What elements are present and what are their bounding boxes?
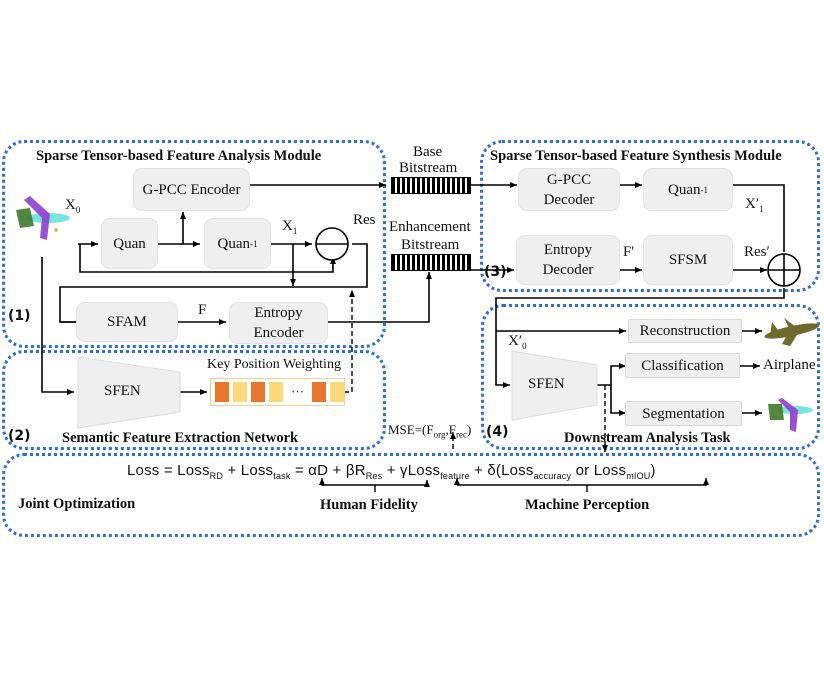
synthesis-module-panel <box>480 140 820 292</box>
weight-cell <box>215 382 230 402</box>
semantic-network-panel <box>2 350 386 450</box>
analysis-module-panel <box>2 140 386 348</box>
f-prime-label: F' <box>623 244 635 260</box>
subtract-node <box>315 227 349 261</box>
x1-prime-label: X′1 <box>745 196 764 214</box>
airplane-label: Airplane <box>763 357 816 373</box>
quan-inverse-decoder-block: Quan-1 <box>643 168 733 211</box>
segmented-airplane-icon <box>768 398 813 432</box>
gpcc-decoder-block: G-PCC Decoder <box>518 168 620 211</box>
enhancement-bitstream <box>391 254 471 271</box>
input-point-cloud-icon <box>16 196 70 240</box>
sfam-block: SFAM <box>76 302 178 342</box>
key-position-weights: ··· <box>210 378 345 406</box>
segmentation-block: Segmentation <box>625 401 742 426</box>
weight-cell <box>269 382 284 402</box>
module-number-3: (3) <box>484 264 507 280</box>
machine-perception-label: Machine Perception <box>525 497 650 513</box>
wire-key-weight-dashed <box>344 290 355 393</box>
sfen-top-label: SFEN <box>104 383 141 399</box>
weight-cell <box>233 382 248 402</box>
sfen-top-shape <box>77 356 181 429</box>
semantic-network-title: Semantic Feature Extraction Network <box>62 430 299 446</box>
key-position-title: Key Position Weighting <box>207 357 341 372</box>
reconstructed-airplane-icon <box>764 318 820 346</box>
gpcc-encoder-block: G-PCC Encoder <box>133 168 250 211</box>
base-bitstream <box>391 177 471 194</box>
enh-bitstream-label-1: Enhancement <box>389 219 471 235</box>
x0-prime-label: X′0 <box>508 333 527 351</box>
quan-inverse-encoder-block: Quan-1 <box>204 218 271 269</box>
module-number-1: (1) <box>8 308 31 324</box>
enh-bitstream-label-2: Bitstream <box>401 237 460 253</box>
weight-cell <box>311 382 326 402</box>
entropy-encoder-block: Entropy Encoder <box>229 302 328 344</box>
quan-block: Quan <box>101 218 158 269</box>
downstream-task-panel <box>481 304 820 450</box>
analysis-module-title: Sparse Tensor-based Feature Analysis Mod… <box>36 148 322 164</box>
module-number-4: (4) <box>486 424 509 440</box>
loss-formula: Loss = LossRD + Losstask = αD + βRRes + … <box>127 462 656 481</box>
sfen-bottom-label: SFEN <box>528 376 565 392</box>
ellipsis: ··· <box>291 384 305 399</box>
reconstruction-block: Reconstruction <box>628 319 742 343</box>
wire-input-down <box>41 257 74 395</box>
f-label: F <box>198 302 207 318</box>
joint-optimization-title: Joint Optimization <box>18 496 136 512</box>
sfen-bottom-shape <box>511 350 598 421</box>
adder-node <box>767 253 801 287</box>
mse-label: MSE=(Forg,Frec) <box>388 422 472 440</box>
module-number-2: (2) <box>8 428 31 444</box>
base-bitstream-label-2: Bitstream <box>399 160 458 176</box>
x1-label: X1 <box>282 218 298 236</box>
base-bitstream-label-1: Base <box>413 144 443 160</box>
entropy-decoder-block: Entropy Decoder <box>516 235 620 285</box>
res-prime-label: Res′ <box>744 244 770 260</box>
joint-optimization-panel <box>2 453 820 537</box>
synthesis-module-title: Sparse Tensor-based Feature Synthesis Mo… <box>490 148 782 164</box>
res-label: Res <box>353 212 376 228</box>
weight-cell <box>329 382 344 402</box>
weight-cell <box>251 382 266 402</box>
classification-block: Classification <box>625 353 740 378</box>
x0-label: X0 <box>65 197 81 215</box>
sfsm-block: SFSM <box>643 235 733 285</box>
human-fidelity-label: Human Fidelity <box>320 497 418 513</box>
